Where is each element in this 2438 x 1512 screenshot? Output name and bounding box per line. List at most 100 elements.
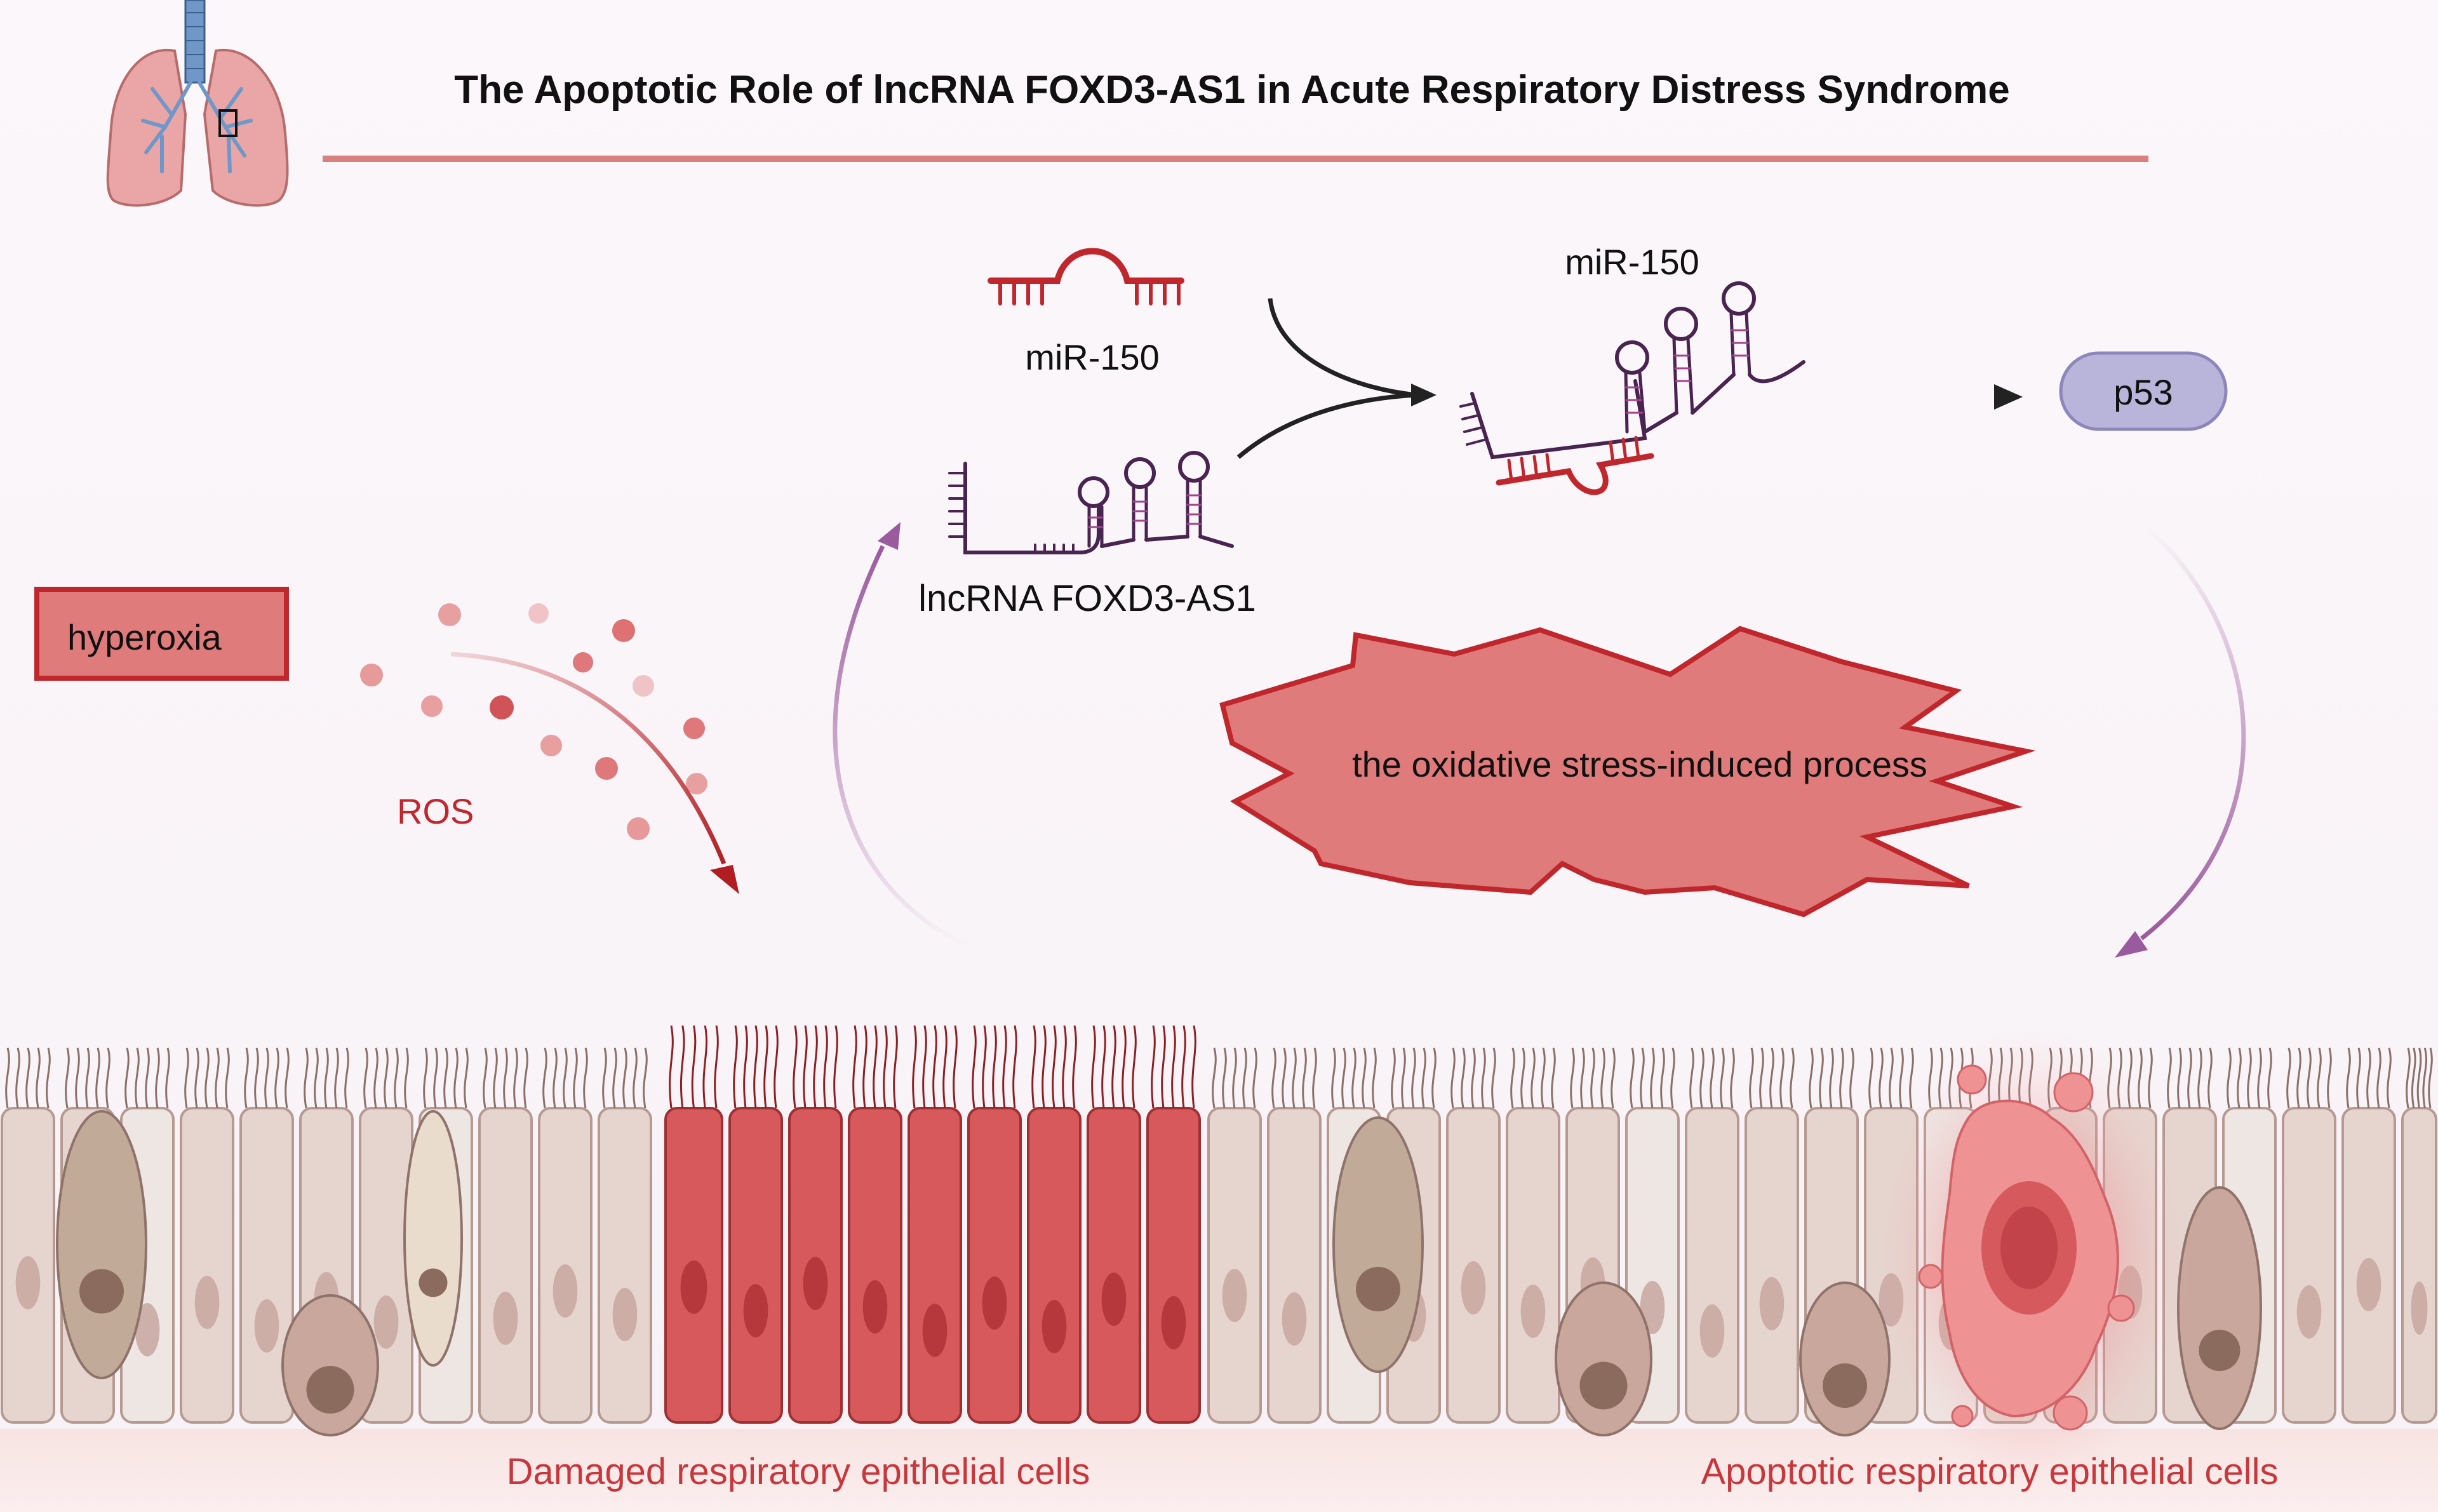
cell-cilia — [184, 1047, 230, 1109]
mir150-complex-label: miR-150 — [1565, 242, 1699, 282]
cell-nucleus — [612, 1288, 638, 1341]
cell-nucleus — [1699, 1304, 1725, 1358]
p53-node: p53 — [2059, 351, 2228, 431]
specialized-cell — [1799, 1281, 1891, 1436]
damaged-cells-label: Damaged respiratory epithelial cells — [507, 1451, 1090, 1492]
hyperoxia-label: hyperoxia — [67, 617, 222, 657]
cell-nucleus — [1282, 1292, 1307, 1346]
cell-nucleus — [1461, 1261, 1486, 1315]
cell-cilia — [1570, 1047, 1616, 1109]
epithelial-cell — [478, 1107, 533, 1424]
cell-cilia — [1450, 1047, 1496, 1109]
hyperoxia-box: hyperoxia — [34, 587, 289, 681]
cell-cilia — [2346, 1047, 2392, 1109]
cell-nucleus — [1579, 1361, 1628, 1410]
cell-nucleus — [743, 1284, 768, 1337]
cell-nucleus — [419, 1268, 448, 1297]
cell-cilia — [669, 1025, 719, 1109]
diagram-title: The Apoptotic Role of lncRNA FOXD3-AS1 i… — [454, 68, 2009, 112]
cell-cilia — [1091, 1025, 1137, 1109]
cell-nucleus — [982, 1276, 1007, 1330]
cell-cilia — [244, 1047, 290, 1109]
cell-cilia — [602, 1047, 648, 1109]
specialized-cell — [1332, 1116, 1424, 1373]
cell-nucleus — [922, 1304, 948, 1357]
cell-cilia — [1331, 1047, 1377, 1109]
cell-cilia — [483, 1047, 528, 1109]
title-rule — [323, 156, 2148, 162]
cell-nucleus — [1759, 1277, 1785, 1330]
cell-nucleus — [1823, 1363, 1867, 1408]
lncrna-label: lncRNA FOXD3-AS1 — [918, 578, 1256, 619]
cell-nucleus — [1161, 1296, 1186, 1349]
cell-cilia — [1510, 1047, 1556, 1109]
cell-cilia — [2406, 1047, 2433, 1109]
cell-nucleus — [1222, 1269, 1247, 1322]
cell-cilia — [852, 1025, 898, 1109]
cell-cilia — [1391, 1047, 1437, 1109]
cell-cilia — [793, 1025, 838, 1109]
cell-nucleus — [2411, 1281, 2428, 1335]
cell-nucleus — [373, 1295, 399, 1349]
specialized-cell — [403, 1110, 463, 1367]
damaged-cell — [967, 1107, 1022, 1424]
damaged-cell — [1146, 1107, 1201, 1424]
cell-cilia — [1749, 1047, 1795, 1109]
cell-nucleus — [135, 1303, 160, 1356]
cell-nucleus — [1520, 1285, 1546, 1338]
cell-nucleus — [2296, 1285, 2322, 1339]
cell-cilia — [1809, 1047, 1854, 1109]
epithelial-cell — [1207, 1107, 1262, 1424]
cell-nucleus — [2356, 1258, 2381, 1311]
cell-nucleus — [15, 1256, 41, 1309]
damaged-cell — [848, 1107, 902, 1424]
cell-nucleus — [493, 1292, 518, 1345]
apoptosis-arrow-down — [2115, 525, 2246, 958]
specialized-cell — [1555, 1281, 1652, 1436]
epithelial-cell — [1685, 1107, 1739, 1424]
cell-nucleus — [862, 1280, 888, 1334]
cell-cilia — [1868, 1047, 1914, 1109]
specialized-cell — [281, 1294, 379, 1436]
cell-cilia — [733, 1025, 779, 1109]
cell-cilia — [363, 1047, 409, 1109]
cell-cilia — [1630, 1047, 1675, 1109]
cell-nucleus — [79, 1269, 124, 1314]
specialized-cell — [56, 1110, 147, 1379]
cell-nucleus — [194, 1276, 220, 1329]
cell-cilia — [1271, 1047, 1317, 1109]
cell-nucleus — [254, 1299, 279, 1353]
damaged-cell — [908, 1107, 962, 1424]
epithelial-cell — [180, 1107, 234, 1424]
cell-nucleus — [1101, 1273, 1127, 1326]
lung-icon — [106, 0, 289, 207]
oxidative-stress-label: the oxidative stress-induced process — [1352, 744, 1927, 784]
cell-nucleus — [803, 1257, 828, 1310]
cell-cilia — [912, 1025, 958, 1109]
cell-cilia — [65, 1047, 111, 1109]
cell-nucleus — [1640, 1281, 1665, 1334]
cell-cilia — [5, 1047, 51, 1109]
cell-cilia — [124, 1047, 170, 1109]
damaged-cell — [1027, 1107, 1082, 1424]
mir150-free — [988, 248, 1184, 305]
cell-nucleus — [553, 1264, 578, 1318]
damaged-cell — [728, 1107, 783, 1424]
cell-cilia — [1031, 1025, 1077, 1109]
epithelial-cell — [2401, 1107, 2437, 1424]
cell-cilia — [2167, 1047, 2213, 1109]
binding-arrows — [1236, 298, 1437, 459]
cell-cilia — [304, 1047, 349, 1109]
cell-cilia — [972, 1025, 1017, 1109]
specialized-cell — [2177, 1186, 2262, 1430]
mir150-lncrna-complex — [1459, 281, 1805, 495]
apoptotic-cell — [1873, 1029, 2191, 1486]
lncrna-molecule — [948, 451, 1234, 554]
epithelial-cell — [2282, 1107, 2336, 1424]
epithelial-cell — [1506, 1107, 1560, 1424]
cell-cilia — [2286, 1047, 2332, 1109]
mir150-label: miR-150 — [1025, 337, 1160, 377]
ros-arrow — [450, 652, 739, 894]
